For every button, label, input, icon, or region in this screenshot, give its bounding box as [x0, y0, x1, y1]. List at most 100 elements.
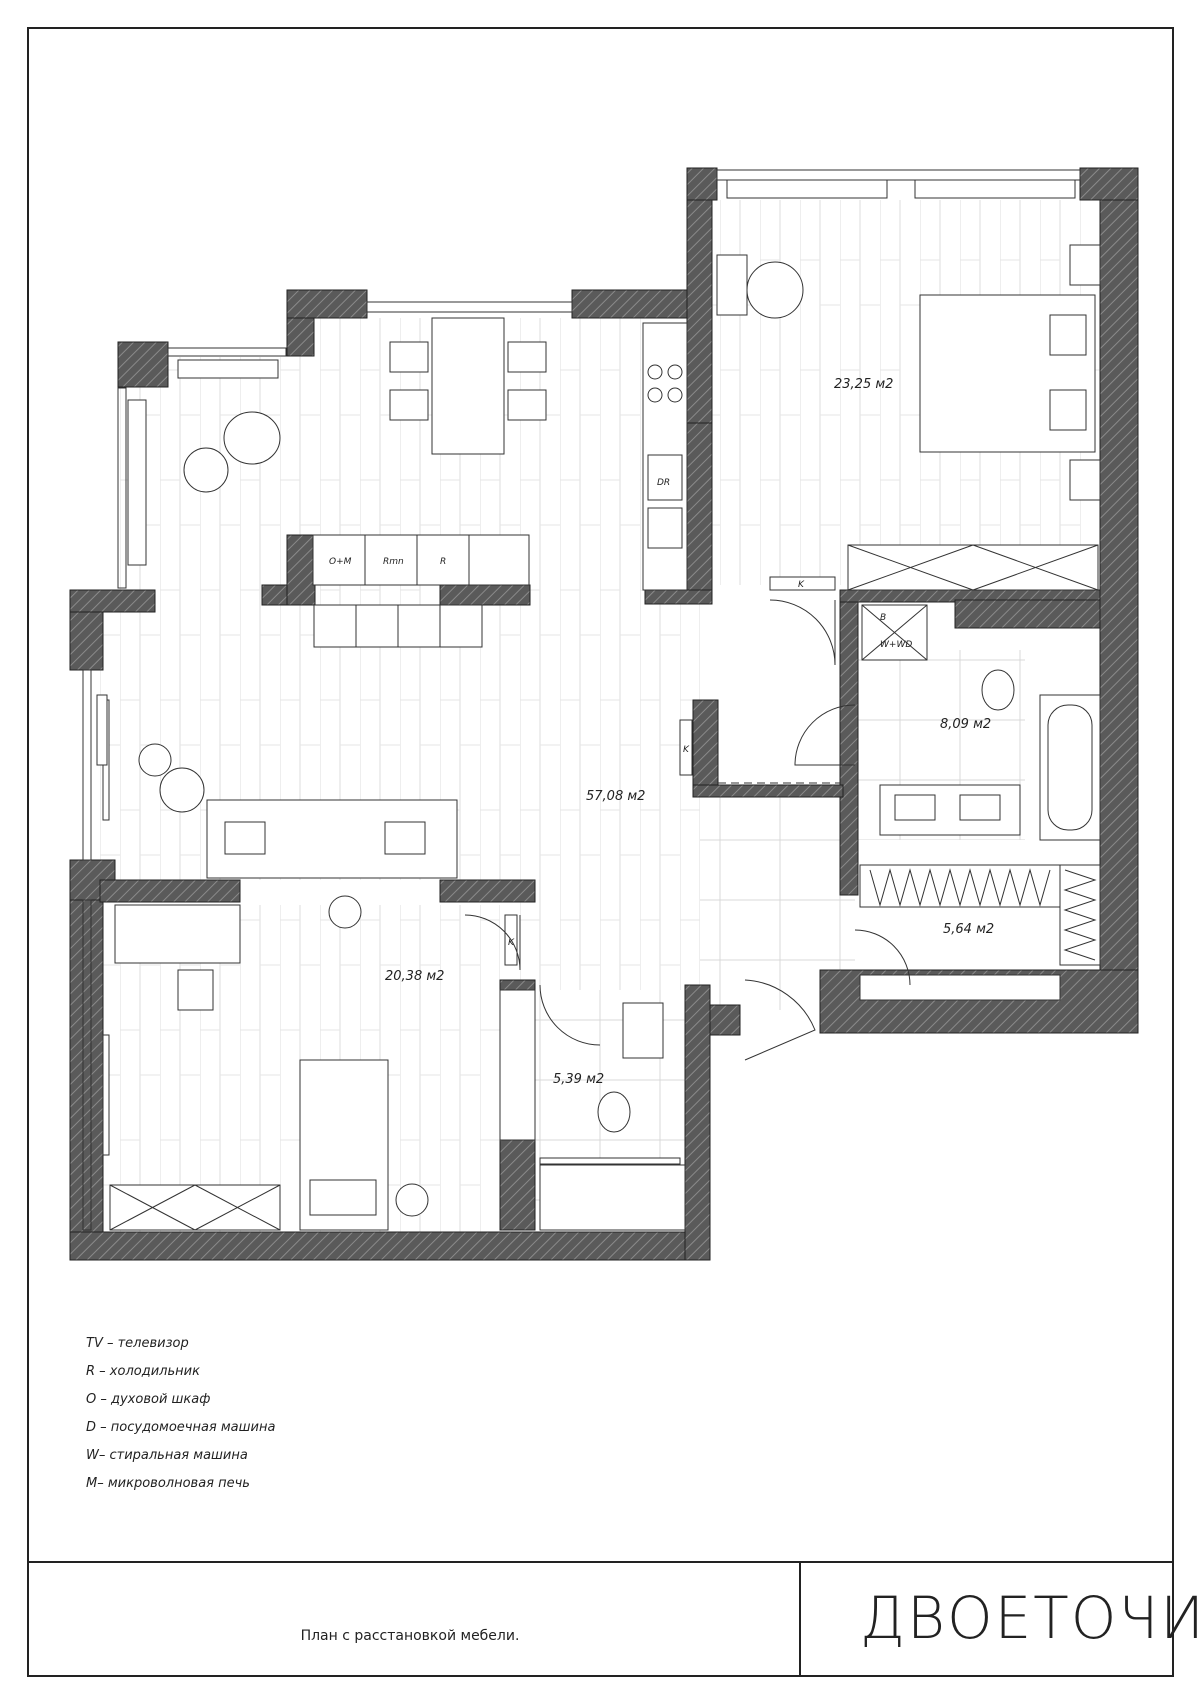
chair [389, 341, 429, 373]
small-sink [622, 1002, 664, 1059]
cooktop-burner [667, 364, 683, 380]
chair [389, 389, 429, 421]
wardrobe-cross [972, 544, 1099, 591]
living-furniture [96, 411, 458, 879]
window-living-top-left [167, 347, 287, 357]
area-bath-main: 8,09 м2 [940, 717, 991, 732]
door-kids [464, 914, 521, 971]
wall-kitchen-bottom [644, 589, 713, 605]
bedroom-furniture [716, 244, 1101, 591]
cooktop-burner [667, 387, 683, 403]
door-bath-small [539, 984, 601, 1046]
wall-bedroom-top-left [686, 167, 718, 201]
wall-living-top-b [286, 289, 368, 319]
pillow [1049, 314, 1087, 356]
toilet-main [981, 669, 1015, 711]
desk-chair [177, 969, 214, 1011]
wall-bath-main-left [839, 589, 859, 896]
wall-partition-kitchen-c [439, 584, 531, 606]
wardrobe-cross [109, 1184, 196, 1231]
chair [507, 389, 547, 421]
wall-bed-left-bottom [69, 859, 104, 1261]
cooktop-burner [647, 387, 663, 403]
nightstand [1069, 244, 1101, 286]
plan-caption: План с расстановкой мебели. [300, 1628, 520, 1644]
bookshelf [499, 989, 536, 1141]
sink-basin [959, 794, 1001, 821]
dishwasher-box [647, 454, 683, 501]
shower-tray [539, 1164, 686, 1231]
pouf [159, 767, 205, 813]
kitchen-sink [647, 507, 683, 549]
wall-closet-k-base [692, 784, 844, 798]
door-wardrobe [854, 929, 911, 986]
tv-stand [96, 694, 108, 766]
window-bedroom-top [716, 169, 1081, 181]
legend-item: O – духовой шкаф [86, 1392, 211, 1407]
bath-main-fixtures [861, 604, 1101, 841]
dining-table [431, 317, 505, 455]
pouf [183, 447, 229, 493]
wardrobe-cross [194, 1184, 281, 1231]
radiator-bedroom-b [914, 179, 1076, 199]
legend-item: D – посудомоечная машина [86, 1420, 276, 1435]
wall-bath-small-stub [709, 1004, 741, 1036]
kitchen-column-4 [468, 534, 530, 586]
wall-living-top-c [571, 289, 688, 319]
island-stool [313, 604, 357, 648]
closet-k-hall [504, 914, 518, 966]
wall-living-left-top [117, 341, 169, 388]
label-fridge: R [440, 557, 446, 567]
area-bath-small: 5,39 м2 [553, 1072, 604, 1087]
wardrobe-rail-bottom [859, 974, 1061, 1001]
kitchen-column-2 [364, 534, 418, 586]
toilet-small [597, 1091, 631, 1133]
pillow [1049, 389, 1087, 431]
radiator-bedroom-a [726, 179, 888, 199]
kitchen-column-1 [312, 534, 366, 586]
chair [507, 341, 547, 373]
label-closet-k3: K [508, 938, 515, 948]
wall-bedroom-right [1099, 167, 1139, 1034]
legend: TV – телевизор R – холодильник O – духов… [86, 1330, 275, 1498]
windows [82, 169, 1081, 1231]
bedroom-armchair [746, 261, 804, 319]
sofa-cushion [224, 821, 266, 855]
bath-small-fixtures [539, 1002, 686, 1231]
closet-k-living [679, 719, 693, 776]
sheet-border [27, 27, 1174, 1677]
doors [464, 599, 911, 1061]
radiator-living-top [177, 359, 279, 379]
area-living: 57,08 м2 [586, 789, 645, 804]
sofa-cushion [384, 821, 426, 855]
wall-bath-small-right [684, 984, 711, 1261]
bathtub-inner [1047, 704, 1093, 831]
label-dishwasher: DR [657, 478, 670, 488]
hangers [869, 868, 1051, 907]
kitchen [312, 317, 688, 648]
window-living-left-mid [82, 669, 92, 861]
area-bedroom: 23,25 м2 [834, 377, 893, 392]
label-fridge-small: Rmn [383, 557, 404, 567]
island-stool [397, 604, 441, 648]
legend-item: TV – телевизор [86, 1336, 189, 1351]
door-bedroom [769, 599, 836, 666]
legend-item: M– микроволновая печь [86, 1476, 250, 1491]
laundry-cross [861, 604, 928, 661]
kids-furniture [109, 895, 536, 1231]
wall-closet-k [692, 699, 719, 796]
cooktop-burner [647, 364, 663, 380]
bed-pillow [309, 1179, 377, 1216]
kids-wardrobe [109, 1184, 281, 1231]
legend-item: W– стиральная машина [86, 1448, 248, 1463]
wall-living-left-mid-cap [69, 589, 156, 613]
studio-logo: ДВОЕТОЧИЕ [860, 1584, 1200, 1652]
shower-glass [539, 1157, 681, 1165]
wall-partition-kitchen-b [286, 534, 316, 606]
radiator-living-left [127, 399, 147, 566]
closet-k-bedroom [769, 576, 836, 591]
label-boiler: B [880, 613, 886, 623]
wardrobe-cross [847, 544, 974, 591]
label-washer: W+WD [880, 640, 912, 650]
